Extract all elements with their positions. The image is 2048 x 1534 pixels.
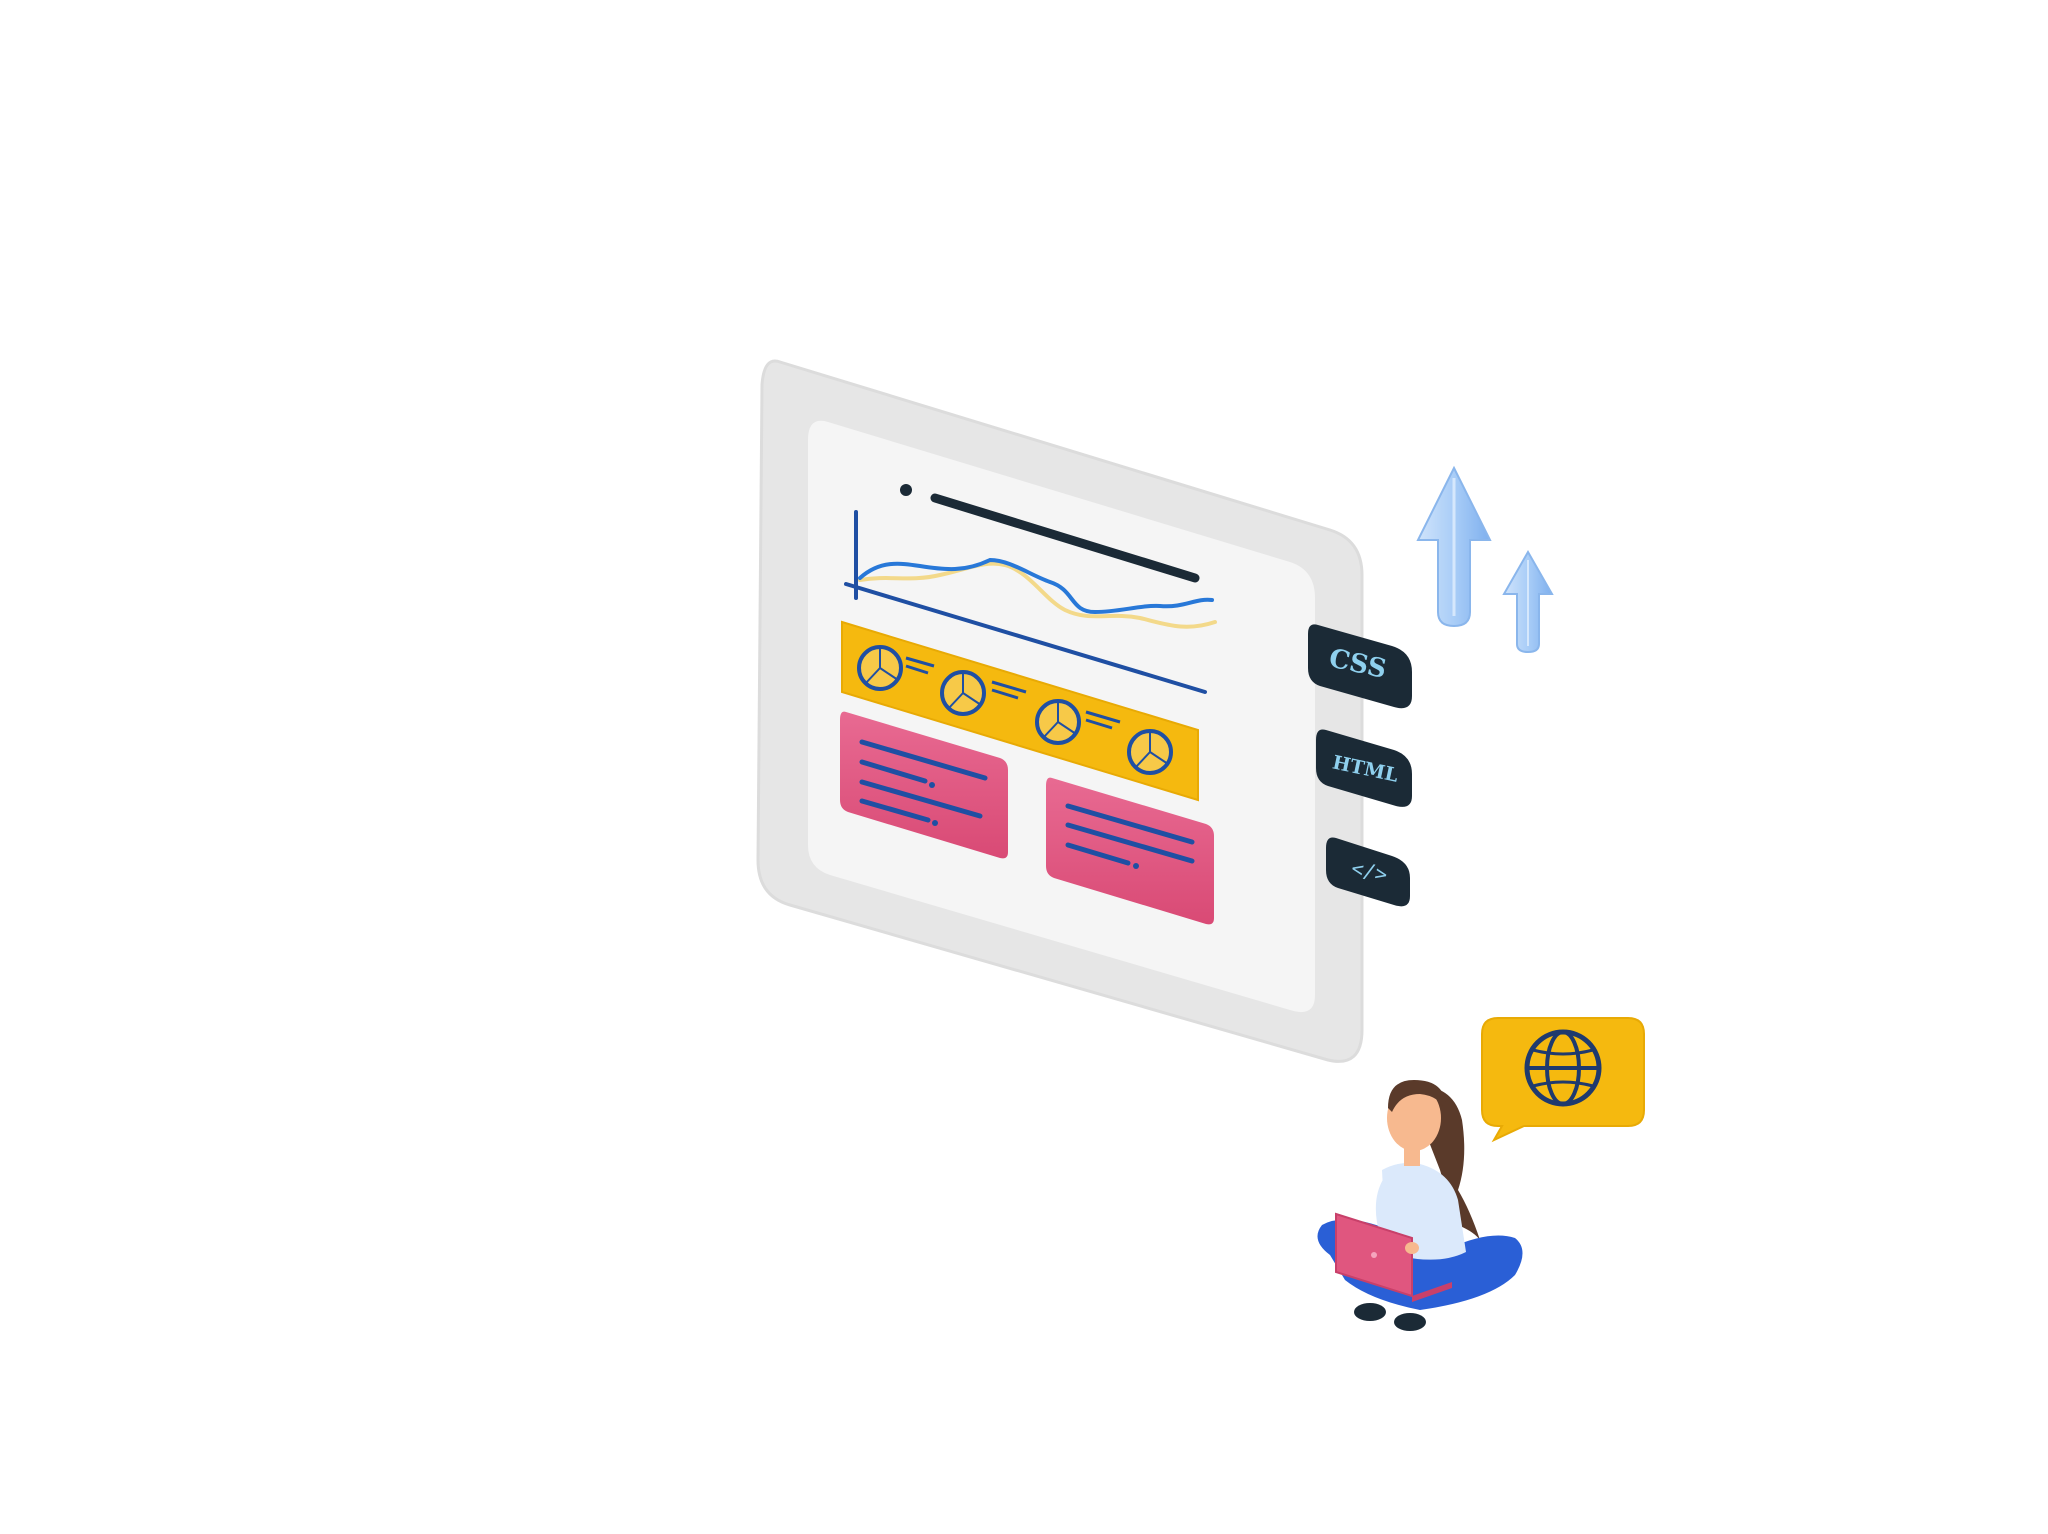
laptop: [1335, 1212, 1452, 1302]
css-tag: CSS: [1308, 624, 1412, 709]
pie-chart-icon: [857, 645, 903, 691]
face: [1387, 1085, 1441, 1151]
code-tag: </>: [1326, 837, 1410, 907]
up-arrow-icon: [1416, 465, 1492, 628]
stat-label-line: [905, 656, 935, 668]
chart-series-blue: [858, 557, 1214, 615]
hair-top: [1388, 1080, 1447, 1112]
stat-label-line: [1085, 710, 1121, 724]
html-tag: HTML: [1316, 729, 1412, 807]
tablet-device: [756, 359, 1364, 1063]
title-dot: [900, 484, 912, 496]
chart-series-yellow: [858, 561, 1217, 629]
content-card-right: [1046, 777, 1214, 925]
hand: [1405, 1242, 1419, 1254]
stat-label-line: [1085, 718, 1113, 730]
shoe: [1354, 1303, 1386, 1321]
mini-line-chart: [844, 510, 1217, 694]
pie-chart-icon: [1127, 729, 1173, 775]
person-with-laptop-illustration: [1317, 1080, 1523, 1331]
stat-label-line: [991, 688, 1019, 700]
shoe: [1394, 1313, 1426, 1331]
title-bar-line: [930, 493, 1200, 583]
up-arrow-icon: [1502, 549, 1554, 654]
stats-banner: [841, 620, 1199, 802]
pie-chart-icon: [940, 670, 986, 716]
content-card-left: [840, 711, 1008, 859]
stat-label-line: [905, 664, 929, 675]
pie-chart-icon: [1035, 699, 1081, 745]
stat-label-line: [991, 680, 1027, 694]
speech-bubble: [1481, 1017, 1645, 1143]
globe-icon: [1524, 1029, 1602, 1107]
chart-x-axis: [844, 582, 1207, 694]
